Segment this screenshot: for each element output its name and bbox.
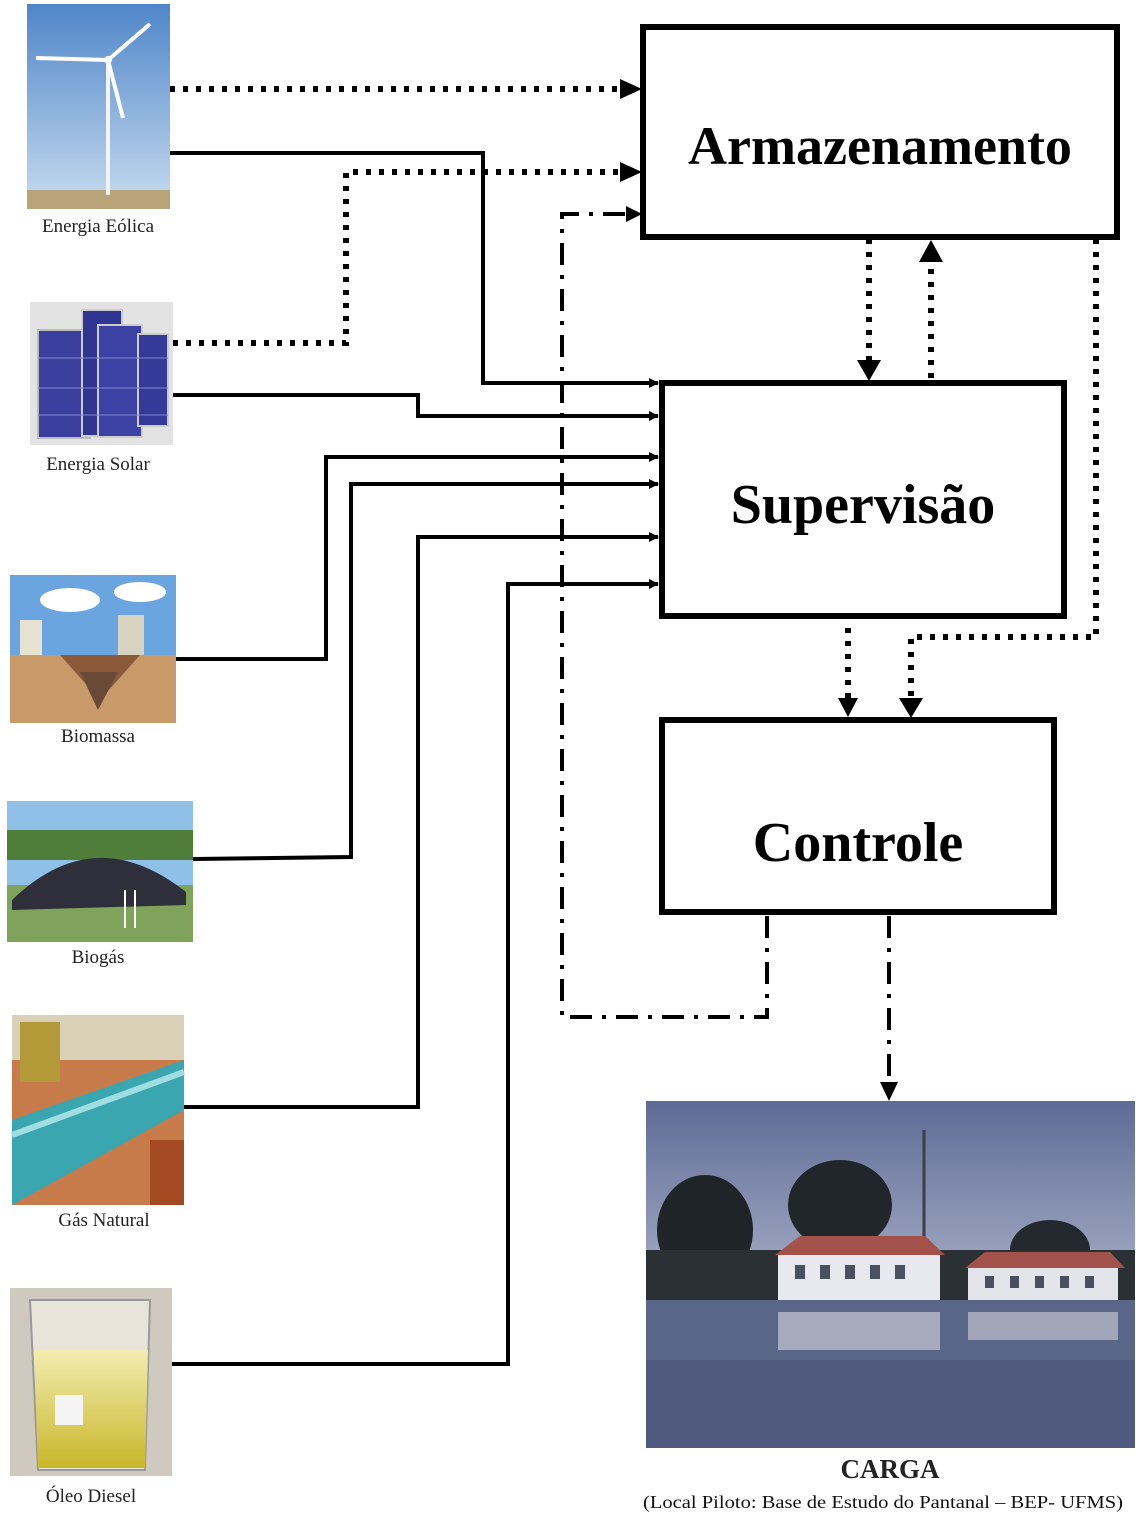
source-label-biomassa: Biomassa bbox=[61, 726, 135, 747]
load-title: CARGA bbox=[841, 1454, 940, 1484]
dotted-connectors bbox=[170, 86, 1099, 698]
supervision-block bbox=[659, 380, 1067, 619]
load-subtitle: (Local Piloto: Base de Estudo do Pantana… bbox=[643, 1492, 1123, 1513]
dashdot-arrowheads bbox=[626, 206, 898, 1101]
natural-gas-image bbox=[10, 1015, 186, 1205]
wind-turbine-image bbox=[27, 4, 170, 209]
storage-block bbox=[640, 24, 1120, 240]
arrowhead-control-load bbox=[880, 1082, 898, 1101]
arrowhead-storage-supervision bbox=[857, 360, 881, 381]
arrowhead-storage-control bbox=[899, 698, 923, 718]
source-label-solar: Energia Solar bbox=[46, 454, 150, 475]
arrowhead-supervision-storage bbox=[919, 240, 943, 262]
biomass-to-supervision-line bbox=[176, 452, 659, 661]
biogas-to-supervision-line bbox=[192, 479, 659, 861]
control-block bbox=[659, 717, 1057, 915]
arrowhead-solar-storage bbox=[620, 162, 642, 182]
control-to-storage-dashdot bbox=[560, 212, 769, 1019]
arrowhead-supervision-control bbox=[838, 698, 858, 717]
dotted-arrowheads bbox=[620, 79, 943, 718]
dashdot-connectors bbox=[560, 212, 891, 1080]
solar-to-storage-dotted bbox=[173, 169, 620, 346]
natural-gas-to-supervision-line bbox=[184, 532, 659, 1109]
storage-to-control-dotted bbox=[908, 239, 1099, 698]
source-label-gas-natural: Gás Natural bbox=[58, 1210, 149, 1231]
biogas-image bbox=[7, 801, 193, 942]
source-label-biogas: Biogás bbox=[72, 947, 125, 968]
control-label: Controle bbox=[753, 812, 964, 874]
source-label-oleo-diesel: Óleo Diesel bbox=[46, 1485, 136, 1507]
biomass-image bbox=[10, 575, 176, 723]
supervision-label: Supervisão bbox=[731, 474, 996, 536]
diesel-to-supervision-line bbox=[172, 579, 659, 1366]
solar-panel-image bbox=[30, 302, 173, 445]
wind-to-supervision-line bbox=[170, 151, 659, 388]
solar-to-supervision-line bbox=[173, 393, 659, 421]
arrowhead-wind-storage bbox=[620, 79, 642, 99]
source-label-eolica: Energia Eólica bbox=[42, 216, 155, 237]
storage-label: Armazenamento bbox=[688, 116, 1072, 176]
arrowhead-control-storage bbox=[626, 206, 642, 222]
solid-connectors bbox=[170, 151, 659, 1366]
diesel-oil-image bbox=[10, 1288, 172, 1476]
load-site-image bbox=[646, 1101, 1135, 1448]
